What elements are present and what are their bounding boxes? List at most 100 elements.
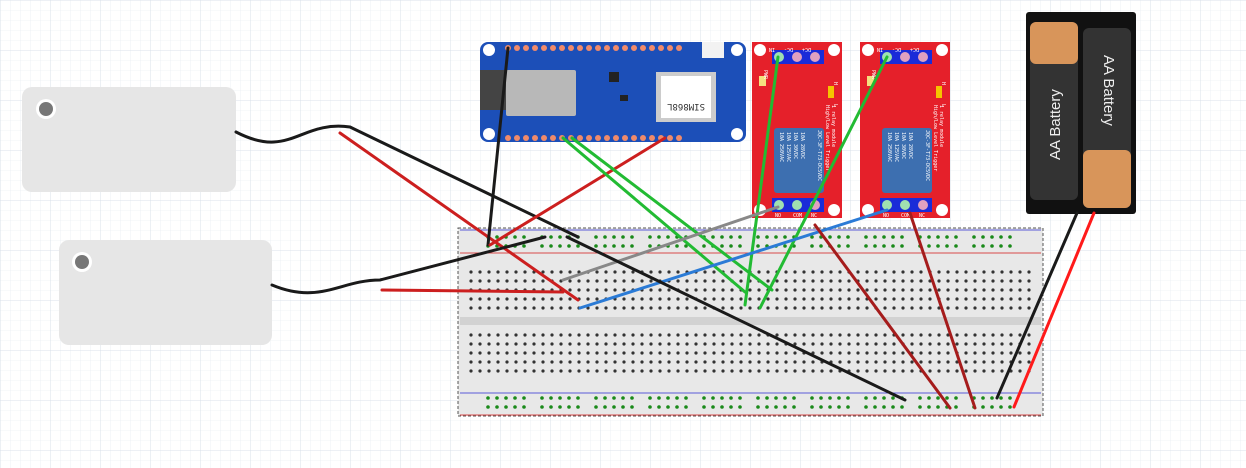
hole[interactable]: [496, 360, 500, 364]
hole[interactable]: [919, 333, 923, 337]
hole[interactable]: [910, 306, 914, 310]
hole[interactable]: [811, 360, 815, 364]
hole[interactable]: [991, 333, 995, 337]
pin[interactable]: [523, 135, 529, 141]
hole[interactable]: [586, 369, 590, 373]
hole[interactable]: [928, 333, 932, 337]
hole[interactable]: [595, 333, 599, 337]
rail-hole[interactable]: [810, 405, 814, 409]
hole[interactable]: [820, 369, 824, 373]
hole[interactable]: [964, 360, 968, 364]
rail-hole[interactable]: [558, 235, 562, 239]
hole[interactable]: [559, 297, 563, 301]
hole[interactable]: [739, 351, 743, 355]
hole[interactable]: [766, 297, 770, 301]
rail-hole[interactable]: [837, 244, 841, 248]
hole[interactable]: [694, 360, 698, 364]
rail-hole[interactable]: [540, 396, 544, 400]
hole[interactable]: [613, 306, 617, 310]
pin[interactable]: [595, 135, 601, 141]
rail-hole[interactable]: [918, 405, 922, 409]
pin[interactable]: [658, 45, 664, 51]
hole[interactable]: [1000, 342, 1004, 346]
hole[interactable]: [838, 270, 842, 274]
rail-hole[interactable]: [621, 405, 625, 409]
hole[interactable]: [541, 297, 545, 301]
hole[interactable]: [775, 279, 779, 283]
hole[interactable]: [721, 333, 725, 337]
rail-hole[interactable]: [819, 396, 823, 400]
rail-hole[interactable]: [828, 396, 832, 400]
rail-hole[interactable]: [936, 396, 940, 400]
hole[interactable]: [955, 360, 959, 364]
hole[interactable]: [838, 306, 842, 310]
hole[interactable]: [802, 270, 806, 274]
hole[interactable]: [478, 360, 482, 364]
hole[interactable]: [982, 306, 986, 310]
hole[interactable]: [820, 279, 824, 283]
hole[interactable]: [595, 297, 599, 301]
hole[interactable]: [1018, 288, 1022, 292]
wire-relay1-com[interactable]: [813, 223, 952, 410]
rail-hole[interactable]: [540, 405, 544, 409]
rail-hole[interactable]: [927, 405, 931, 409]
hole[interactable]: [982, 369, 986, 373]
hole[interactable]: [703, 270, 707, 274]
hole[interactable]: [784, 360, 788, 364]
hole[interactable]: [964, 351, 968, 355]
hole[interactable]: [946, 369, 950, 373]
rail-hole[interactable]: [783, 396, 787, 400]
hole[interactable]: [946, 279, 950, 283]
rail-hole[interactable]: [729, 244, 733, 248]
hole[interactable]: [739, 306, 743, 310]
rail-hole[interactable]: [567, 405, 571, 409]
hole[interactable]: [892, 369, 896, 373]
wire-sensor2-black[interactable]: [270, 235, 547, 295]
hole[interactable]: [919, 342, 923, 346]
rail-hole[interactable]: [711, 235, 715, 239]
hole[interactable]: [793, 306, 797, 310]
hole[interactable]: [820, 351, 824, 355]
hole[interactable]: [604, 288, 608, 292]
hole[interactable]: [622, 360, 626, 364]
hole[interactable]: [469, 279, 473, 283]
hole[interactable]: [523, 297, 527, 301]
rail-hole[interactable]: [630, 396, 634, 400]
hole[interactable]: [487, 306, 491, 310]
hole[interactable]: [1018, 360, 1022, 364]
hole[interactable]: [640, 351, 644, 355]
hole[interactable]: [883, 369, 887, 373]
hole[interactable]: [847, 342, 851, 346]
hole[interactable]: [784, 288, 788, 292]
hole[interactable]: [793, 369, 797, 373]
pin[interactable]: [676, 45, 682, 51]
hole[interactable]: [964, 288, 968, 292]
rail-hole[interactable]: [990, 396, 994, 400]
hole[interactable]: [1018, 270, 1022, 274]
rail-hole[interactable]: [711, 405, 715, 409]
hole[interactable]: [550, 342, 554, 346]
hole[interactable]: [685, 333, 689, 337]
hole[interactable]: [820, 342, 824, 346]
hole[interactable]: [739, 279, 743, 283]
hole[interactable]: [991, 342, 995, 346]
hole[interactable]: [955, 369, 959, 373]
hole[interactable]: [523, 342, 527, 346]
rail-hole[interactable]: [720, 235, 724, 239]
hole[interactable]: [856, 360, 860, 364]
hole[interactable]: [640, 360, 644, 364]
rail-hole[interactable]: [783, 235, 787, 239]
hole[interactable]: [883, 342, 887, 346]
hole[interactable]: [505, 351, 509, 355]
hole[interactable]: [487, 360, 491, 364]
hole[interactable]: [928, 297, 932, 301]
hole[interactable]: [676, 360, 680, 364]
hole[interactable]: [1027, 306, 1031, 310]
rail-hole[interactable]: [612, 244, 616, 248]
hole[interactable]: [1027, 270, 1031, 274]
hole[interactable]: [883, 306, 887, 310]
hole[interactable]: [694, 279, 698, 283]
hole[interactable]: [523, 279, 527, 283]
hole[interactable]: [766, 306, 770, 310]
